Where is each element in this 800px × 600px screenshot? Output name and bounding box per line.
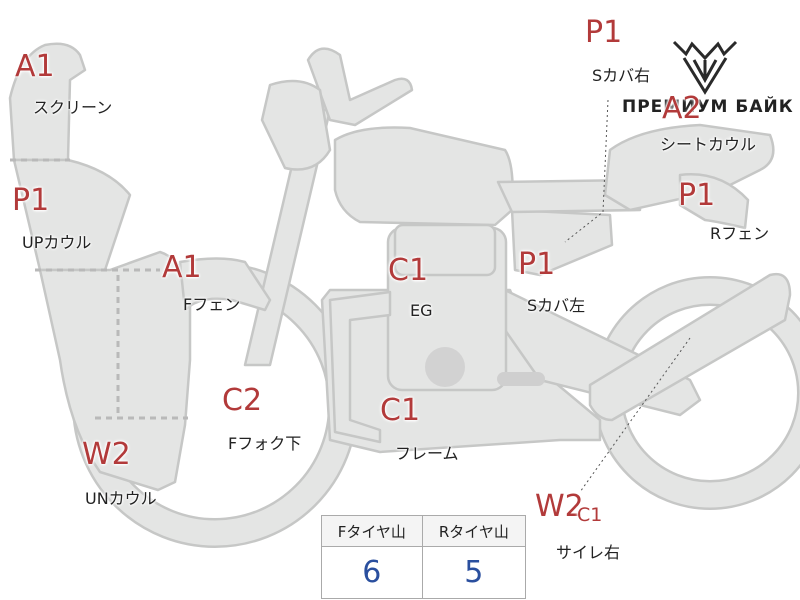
panel-lines: [10, 158, 188, 420]
side-cover-right-grade: P1: [585, 15, 623, 50]
f-fork-lower-grade: C2: [222, 383, 263, 418]
rear-fender-shape: [678, 173, 750, 230]
f-fork-lower-label: Fフォク下: [228, 434, 302, 453]
r-fender-label: Rフェン: [710, 224, 770, 243]
leader-lines: [564, 99, 691, 493]
front-tire-value: 6: [321, 546, 423, 599]
r-fender-grade: P1: [678, 178, 716, 213]
handlebar-shape: [306, 47, 414, 127]
side-cover-shape: [510, 208, 614, 277]
fuel-tank-shape: [333, 126, 514, 227]
up-cowl-label: UPカウル: [22, 233, 92, 252]
front-tire-header: Fタイヤ山: [321, 515, 423, 547]
engine-grade: C1: [388, 253, 429, 288]
seat-cowl-grade: A2: [662, 91, 702, 126]
tire-table-value-row: 6 5: [321, 546, 527, 599]
brand-name: ПРЕМИУМ БАЙК: [622, 97, 794, 117]
upper-cowl-shape: [12, 158, 132, 272]
footpeg-shape: [497, 372, 545, 386]
un-cowl-label: UNカウル: [85, 489, 157, 508]
tire-table-header-row: Fタイヤ山 Rタイヤ山: [321, 515, 527, 547]
seat-cowl-label: シートカウル: [660, 135, 757, 154]
f-fender-label: Fフェン: [183, 295, 241, 314]
silencer-right-sub-grade: C1: [577, 504, 603, 526]
rear-tire-value: 5: [421, 546, 527, 599]
engine-top-shape: [393, 223, 497, 277]
side-cover-left-grade: P1: [518, 247, 556, 282]
seat-shape: [496, 178, 642, 214]
screen-label: スクリーン: [33, 98, 113, 117]
side-cover-right-label: Sカバ右: [592, 66, 651, 85]
engine-label: EG: [410, 301, 433, 320]
screen-shape: [8, 42, 87, 162]
f-fender-grade: A1: [162, 250, 202, 285]
headlight-shape: [260, 79, 332, 171]
un-cowl-grade: W2: [82, 437, 131, 472]
brand-logo: [672, 38, 738, 96]
frame-label: フレーム: [395, 444, 459, 463]
screen-grade: A1: [15, 49, 55, 84]
up-cowl-grade: P1: [12, 183, 50, 218]
seat-cowl-shape: [603, 123, 775, 212]
silencer-shape: [588, 272, 792, 422]
rear-tire-header: Rタイヤ山: [421, 515, 527, 547]
silencer-right-grade: W2: [535, 489, 584, 524]
exhaust-pipe-shape: [328, 290, 392, 444]
silencer-right-label: サイレ右: [556, 543, 621, 562]
tire-tread-table: Fタイヤ山 Rタイヤ山 6 5: [321, 515, 527, 599]
front-fender-shape: [178, 257, 272, 312]
brand-logo-icon: [672, 40, 738, 95]
engine-cover-shape: [425, 347, 465, 387]
side-cover-left-label: Sカバ左: [527, 296, 586, 315]
under-cowl-shape: [38, 250, 192, 492]
frame-grade: C1: [380, 393, 421, 428]
